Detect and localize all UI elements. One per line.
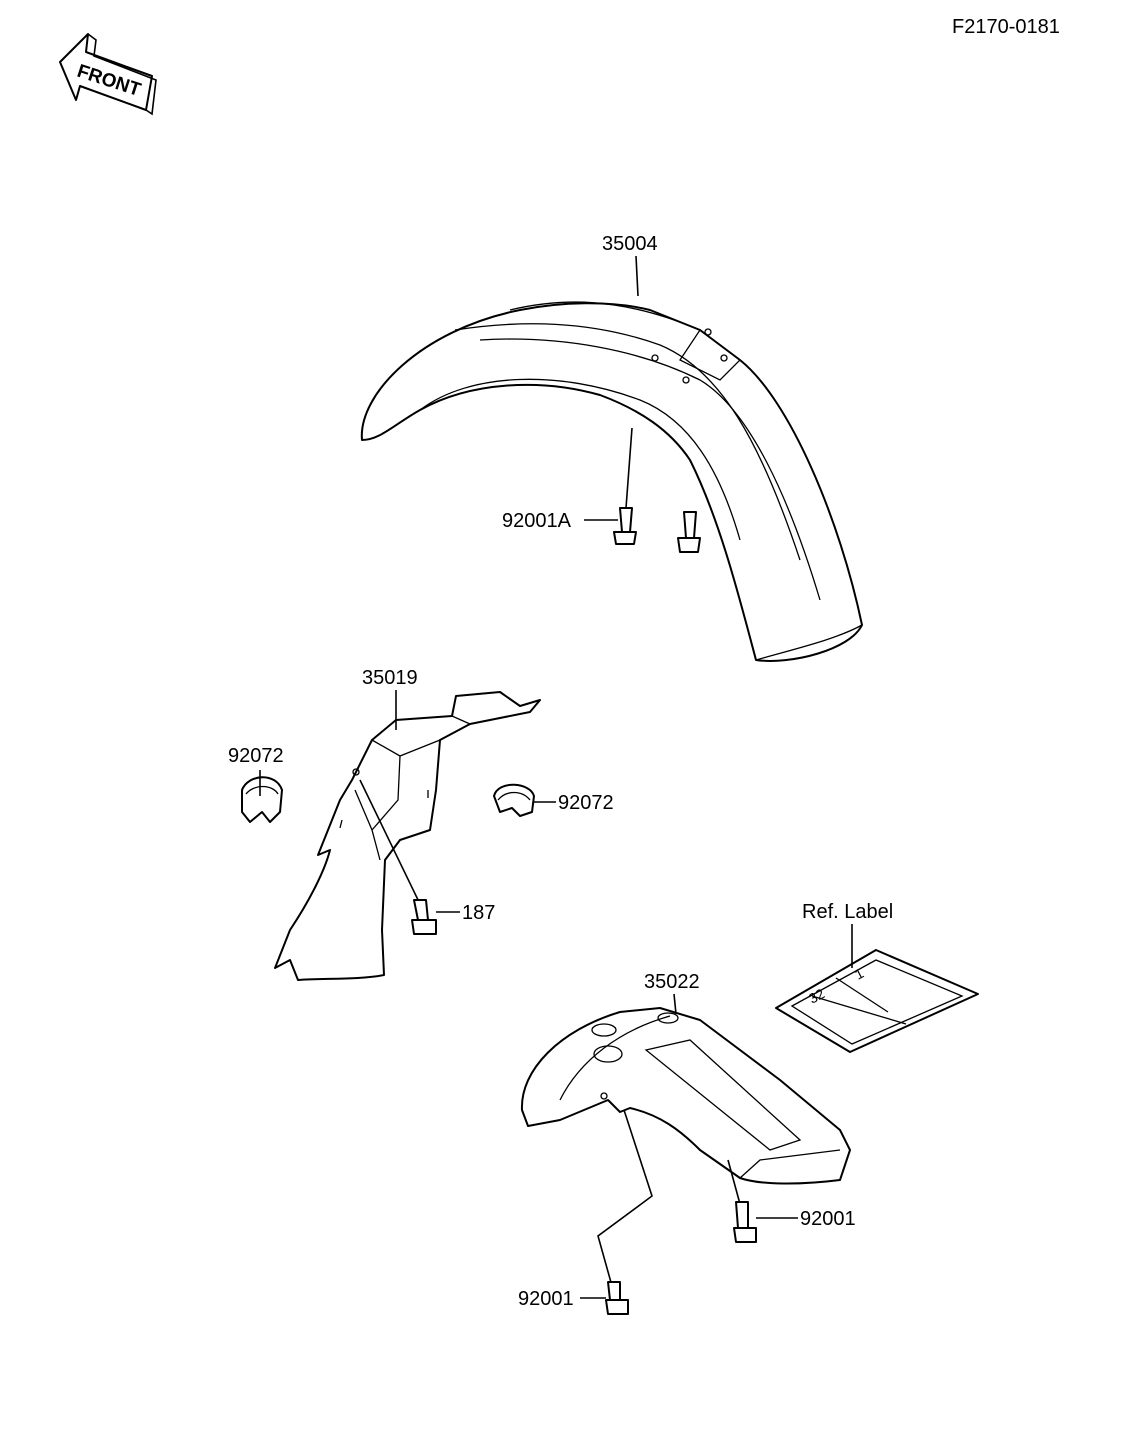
reference-label-decal: 32 1 (775, 949, 979, 1053)
part-number-35019: 35019 (362, 667, 418, 689)
part-number-187: 187 (462, 902, 495, 924)
bolt-icon (605, 1281, 629, 1315)
bolt-icon (411, 899, 437, 935)
front-arrow-icon: FRONT (59, 33, 157, 116)
clamp-icon (493, 783, 535, 817)
part-number-92072-left: 92072 (228, 745, 284, 767)
front-fender-35004 (360, 301, 863, 662)
leader-92001-right-axis (727, 1159, 741, 1205)
leader-92001-lower-axis (597, 1109, 653, 1287)
ref-label-text-left: 32 (806, 985, 827, 1007)
bolt-icon (733, 1201, 757, 1243)
diagram-code: F2170-0181 (952, 16, 1060, 38)
leader-187-axis (359, 779, 421, 905)
leader-35022 (673, 993, 677, 1015)
clamp-icon (241, 776, 283, 823)
part-number-92001A: 92001A (502, 510, 572, 532)
inner-guard-35019 (274, 691, 541, 981)
leader-35004 (635, 255, 639, 297)
part-number-35022: 35022 (644, 971, 700, 993)
part-number-92072-right: 92072 (558, 792, 614, 814)
part-number-92001-right: 92001 (800, 1208, 856, 1230)
bolt-icon (677, 511, 701, 553)
bolt-icon (613, 427, 637, 545)
part-number-ref-label: Ref. Label (802, 901, 893, 923)
rear-flap-35022 (520, 1007, 851, 1185)
part-number-92001-lower: 92001 (518, 1288, 574, 1310)
part-number-35004: 35004 (602, 233, 658, 255)
